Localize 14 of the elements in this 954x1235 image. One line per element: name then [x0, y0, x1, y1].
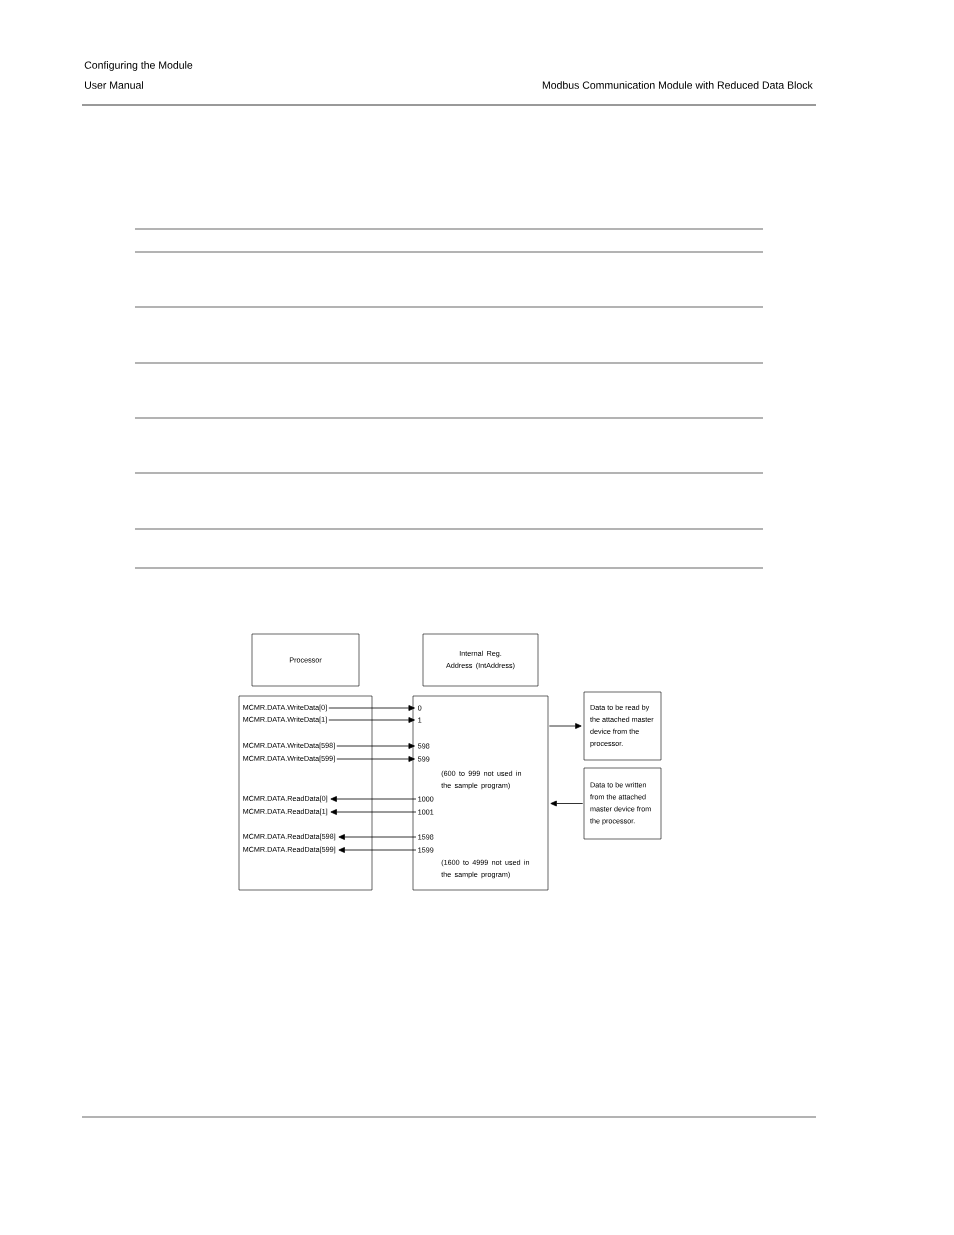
arrow: [338, 847, 417, 853]
arrow: [330, 796, 417, 802]
arrow: [336, 756, 415, 762]
header-text: Configuring the Module: [84, 61, 193, 71]
arrow: [338, 834, 417, 840]
arrow: [548, 723, 582, 729]
arrow: [336, 743, 415, 749]
header-text: Modbus Communication Module with Reduced Data Block: [542, 81, 813, 89]
header-text: User Manual: [85, 81, 143, 89]
arrow: [328, 705, 415, 711]
arrow: [330, 809, 417, 815]
arrow: [550, 800, 584, 807]
tag-box: [238, 695, 373, 891]
arrow: [328, 717, 415, 723]
